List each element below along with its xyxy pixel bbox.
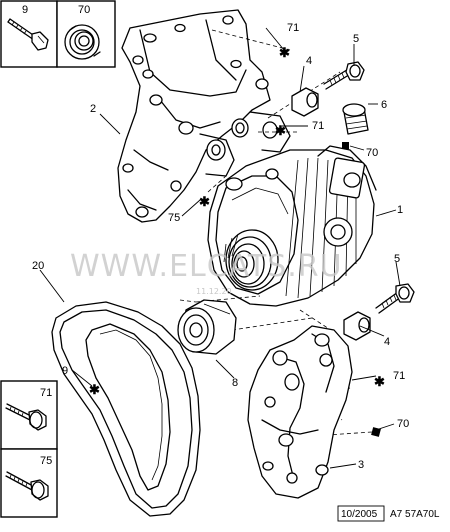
inset-box-71: 71 bbox=[0, 380, 58, 450]
asterisk-icon: ✱ bbox=[279, 45, 290, 60]
callout-4-lower: 4 bbox=[384, 336, 390, 348]
inset-label-70: 70 bbox=[78, 4, 90, 16]
alternator-pulley bbox=[223, 229, 279, 291]
callout-1: 1 bbox=[397, 204, 403, 216]
alternator-part-1 bbox=[207, 145, 377, 307]
watermark-text: WWW.ELCATS.RU bbox=[70, 249, 343, 284]
footer-reference: 10/2005 A7 57A70L bbox=[337, 505, 440, 522]
bolt-75-icon bbox=[5, 471, 49, 501]
inset-box-75: 75 bbox=[0, 448, 58, 518]
bracket-hole bbox=[143, 33, 157, 43]
callout-3: 3 bbox=[358, 459, 364, 471]
idler-pulley-part-8 bbox=[177, 299, 237, 355]
inset-label-71: 71 bbox=[40, 387, 52, 399]
callout-9: 9 bbox=[62, 365, 68, 377]
bolt-part-5-lower bbox=[375, 283, 415, 314]
inset-label-75: 75 bbox=[40, 455, 52, 467]
footer-date: 10/2005 bbox=[341, 509, 378, 520]
asterisk-icon: ✱ bbox=[374, 374, 385, 389]
inset-box-70: 70 bbox=[56, 0, 116, 68]
callout-20: 20 bbox=[32, 260, 44, 272]
asterisk-icon: ✱ bbox=[89, 382, 100, 397]
drive-belt-part-20 bbox=[51, 301, 201, 517]
lower-bracket-part-3 bbox=[247, 325, 353, 499]
spacer-part-4-lower bbox=[343, 311, 371, 341]
callout-5-lower: 5 bbox=[394, 253, 400, 265]
callout-70-lower: 70 bbox=[397, 418, 409, 430]
callout-2: 2 bbox=[90, 103, 96, 115]
bolt-71-icon bbox=[5, 403, 47, 431]
callout-8: 8 bbox=[232, 377, 238, 389]
callout-4-upper: 4 bbox=[306, 55, 312, 67]
footer-ref-code: A7 57A70L bbox=[390, 509, 440, 520]
inset-box-9: 9 bbox=[0, 0, 58, 68]
asterisk-icon: ✱ bbox=[199, 194, 210, 209]
callout-5-upper: 5 bbox=[353, 33, 359, 45]
bolt-part-5-upper bbox=[323, 61, 365, 90]
inset-label-9: 9 bbox=[22, 4, 28, 16]
marker-70-upper bbox=[342, 142, 349, 149]
callout-71-mid: 71 bbox=[312, 120, 324, 132]
callout-70-upper: 70 bbox=[366, 147, 378, 159]
bolt-9-icon bbox=[7, 18, 49, 51]
cap-part-6 bbox=[342, 103, 369, 135]
washer-nut-70-icon bbox=[64, 24, 101, 60]
asterisk-marker: ✱ ✱ ✱ ✱ ✱ bbox=[89, 45, 385, 397]
callout-6: 6 bbox=[381, 99, 387, 111]
watermark-subtext: 11.12.20 bbox=[196, 287, 232, 296]
spacer-part-4-upper bbox=[291, 87, 319, 117]
callout-71-top: 71 bbox=[287, 22, 299, 34]
upper-bracket-part-2 bbox=[117, 9, 291, 223]
callout-75: 75 bbox=[168, 212, 180, 224]
callout-71-lower: 71 bbox=[393, 370, 405, 382]
asterisk-icon: ✱ bbox=[275, 123, 286, 138]
